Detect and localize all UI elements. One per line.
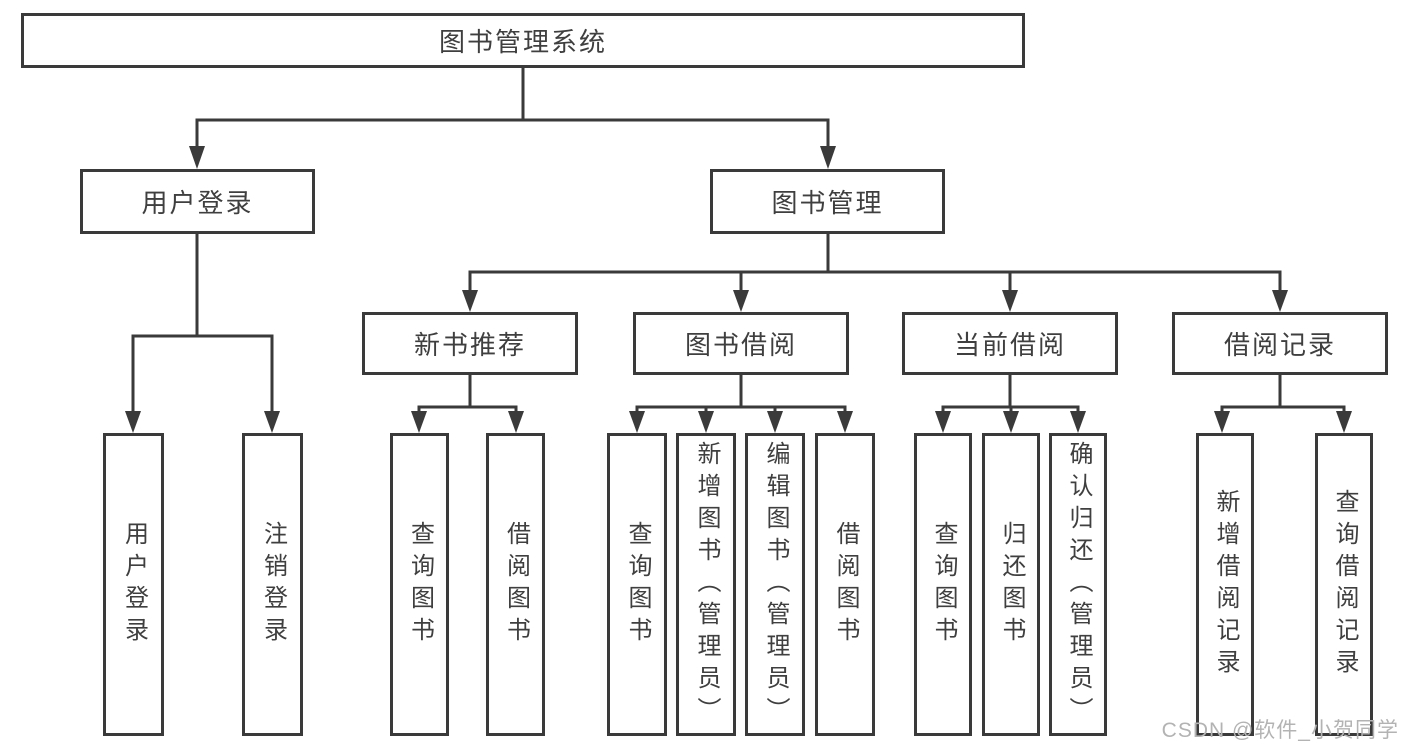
leaf-borrow-books: 借阅图书 xyxy=(815,433,875,736)
arrow-to-borrow-records xyxy=(1272,290,1288,312)
node-new-book-recommend: 新书推荐 xyxy=(362,312,578,375)
node-book-borrow: 图书借阅 xyxy=(633,312,849,375)
arrow-g3-leaf2 xyxy=(1336,411,1352,433)
leaf-logout: 注销登录 xyxy=(242,433,303,736)
leaf-query-books-recommend: 查询图书 xyxy=(390,433,449,736)
arrow-g1-leaf2 xyxy=(698,411,714,433)
arrow-g3-leaf1 xyxy=(1214,411,1230,433)
arrow-to-leaf-user-login xyxy=(125,411,141,433)
node-user-login: 用户登录 xyxy=(80,169,315,234)
arrow-g1-leaf3 xyxy=(767,411,783,433)
arrow-to-user-login xyxy=(189,146,205,169)
node-book-management: 图书管理 xyxy=(710,169,945,234)
leaf-add-book-admin: 新增图书（管理员） xyxy=(676,433,736,736)
arrow-g1-leaf1 xyxy=(629,411,645,433)
csdn-watermark: CSDN @软件_小贺同学 xyxy=(1161,719,1399,742)
leaf-query-borrow-record: 查询借阅记录 xyxy=(1315,433,1373,736)
node-borrow-records: 借阅记录 xyxy=(1172,312,1388,375)
arrow-g2-leaf1 xyxy=(935,411,951,433)
node-current-borrow: 当前借阅 xyxy=(902,312,1118,375)
arrow-g2-leaf3 xyxy=(1070,411,1086,433)
leaf-confirm-return-admin: 确认归还（管理员） xyxy=(1049,433,1107,736)
connector-user-leaf-drops xyxy=(131,336,274,416)
arrow-g0-leaf1 xyxy=(411,411,427,433)
connector-level3-drops xyxy=(468,272,1282,295)
leaf-user-login: 用户登录 xyxy=(103,433,164,736)
arrow-g1-leaf4 xyxy=(837,411,853,433)
arrow-g2-leaf2 xyxy=(1003,411,1019,433)
arrow-to-leaf-logout xyxy=(264,411,280,433)
node-library-system: 图书管理系统 xyxy=(21,13,1025,68)
arrow-g0-leaf2 xyxy=(508,411,524,433)
arrowheads xyxy=(125,146,1352,433)
arrow-to-book-mgmt xyxy=(820,146,836,169)
leaf-return-books: 归还图书 xyxy=(982,433,1040,736)
leaf-borrow-books-recommend: 借阅图书 xyxy=(486,433,545,736)
leaf-query-books-current: 查询图书 xyxy=(914,433,972,736)
leaf-add-borrow-record: 新增借阅记录 xyxy=(1196,433,1254,736)
arrow-to-new-book xyxy=(462,290,478,312)
leaf-edit-book-admin: 编辑图书（管理员） xyxy=(745,433,805,736)
arrow-to-book-borrow xyxy=(733,290,749,312)
leaf-query-books-borrow: 查询图书 xyxy=(607,433,667,736)
arrow-to-current-borrow xyxy=(1002,290,1018,312)
